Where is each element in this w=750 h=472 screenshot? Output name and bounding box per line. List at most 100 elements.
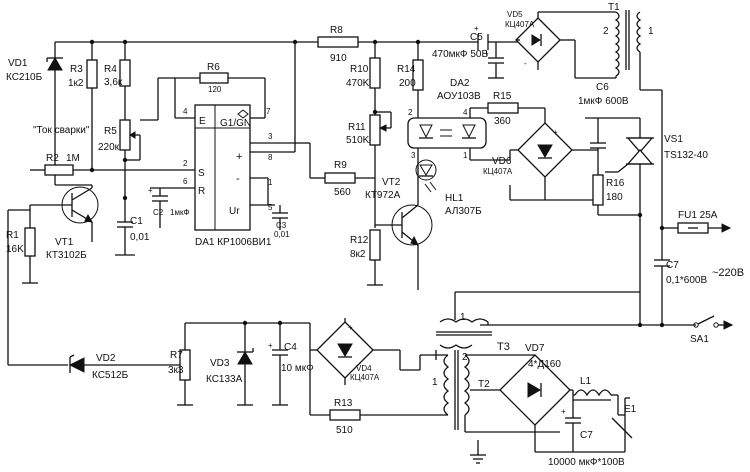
resistor-r4: R4 3,6к: [104, 42, 131, 120]
t1-pin-2: 2: [603, 26, 609, 37]
inductor-l1: L1: [572, 376, 619, 415]
ic-e-label: E: [199, 116, 206, 127]
resistor-r13: R13 510: [309, 350, 400, 436]
lower-rail: [8, 320, 310, 366]
t1-label: T1: [608, 2, 620, 13]
t3-pin-2: 2: [462, 352, 468, 363]
c6-value: 1мкФ 600В: [578, 96, 629, 107]
transistor-vt1: VT1 КТ3102Б: [30, 185, 99, 261]
hl1-type: АЛ307Б: [445, 206, 482, 217]
vd2-type: КС512Б: [92, 370, 129, 381]
c5b-plus: +: [484, 49, 489, 58]
resistor-r14: R14 200: [397, 42, 424, 118]
r12-value: 8к2: [350, 249, 366, 260]
top-rail: [55, 39, 520, 45]
capacitor-c5: + C5 470мкФ 50В: [432, 24, 496, 60]
t1-pin-1: 1: [648, 26, 654, 37]
capacitor-c3: C3 0,01: [267, 178, 290, 239]
ic-r-label: R: [198, 186, 205, 197]
c4-plus: +: [268, 341, 273, 350]
switch-sa1: SA1: [480, 315, 734, 345]
e1-label: E1: [624, 404, 637, 415]
c7b-label: C7: [580, 430, 593, 441]
resistor-r16: R16 180: [592, 174, 640, 216]
r1-value: 16K: [6, 244, 24, 255]
r13-label: R13: [334, 398, 353, 409]
resistor-r12: R12 8к2: [350, 200, 383, 286]
bridge-vd7: VD7 4*Д160: [470, 343, 625, 453]
ic-minus: -: [236, 173, 240, 185]
triac-vs1: VS1 TS132-40: [605, 118, 708, 325]
hl1-label: HL1: [445, 193, 464, 204]
r9-label: R9: [334, 160, 347, 171]
capacitor-c4: + C4 10 мкФ: [268, 323, 314, 406]
pin-2: 2: [183, 159, 188, 168]
r6-value: 120: [208, 85, 222, 94]
vd6-plus: +: [553, 128, 558, 137]
c7b-value: 10000 мкФ*100В: [548, 457, 625, 468]
tok-svarki-label: "Ток сварки": [33, 125, 90, 136]
r2-label: R2: [46, 153, 59, 164]
vd4-type: КЦ407А: [350, 373, 380, 382]
da2-type: АОУ103В: [437, 91, 481, 102]
transformer-t3: 1 2 T3: [436, 291, 640, 363]
r3-label: R3: [70, 64, 83, 75]
vd7-label: VD7: [525, 343, 545, 354]
zener-vd1: VD1 КС210Б: [6, 42, 63, 185]
vs1-label: VS1: [664, 134, 683, 145]
vt2-label: VT2: [382, 177, 401, 188]
r7-label: R7: [170, 350, 183, 361]
vd4-label: VD4: [356, 364, 372, 373]
resistor-r10: R10 470K: [346, 42, 381, 115]
r5-value: 220к: [98, 142, 120, 153]
r1-label: R1: [6, 230, 19, 241]
da1-label: DA1 КР1006ВИ1: [195, 237, 272, 248]
r16-label: R16: [606, 178, 625, 189]
c2-plus: +: [148, 186, 153, 195]
pin-4: 4: [183, 107, 188, 116]
diamond-icon: [237, 109, 249, 119]
vd2-label: VD2: [96, 353, 116, 364]
c2-label: C2: [153, 208, 164, 217]
r14-label: R14: [397, 64, 416, 75]
vd3-label: VD3: [210, 358, 230, 369]
resistor-r15: R15 360: [487, 91, 546, 127]
electrode-e1: E1: [611, 397, 637, 452]
vs1-type: TS132-40: [664, 150, 708, 161]
resistor-r8: R8 910: [317, 25, 359, 64]
c5-plus: +: [474, 24, 479, 33]
t2-pin-1: 1: [432, 377, 438, 388]
da2-pin-3: 3: [411, 151, 416, 160]
zener-vd3: VD3 КС133А: [206, 323, 254, 406]
potentiometer-r5: R5 220к "Ток сварки": [33, 119, 141, 198]
c7b-plus: +: [561, 407, 566, 416]
resistor-r1: R1 16K: [6, 205, 38, 284]
capacitor-c7b: + C7 10000 мкФ*100В: [548, 395, 625, 468]
pin-6: 6: [183, 177, 188, 186]
r8-label: R8: [330, 25, 343, 36]
resistor-r9: R9 560: [295, 142, 375, 198]
pin-3: 3: [268, 132, 273, 141]
c3-value: 0,01: [274, 230, 290, 239]
bridge-vd5: VD5 КЦ407А -: [505, 10, 616, 79]
vt1-type: КТ3102Б: [46, 250, 87, 261]
r10-label: R10: [350, 64, 369, 75]
r6-label: R6: [207, 62, 220, 73]
vd7-type: 4*Д160: [528, 359, 561, 370]
capacitor-c6: C6 1мкФ 600В: [578, 82, 640, 175]
vd5-minus: -: [524, 59, 527, 68]
transformer-t1: T1 2 1: [603, 2, 662, 91]
c1-value: 0,01: [130, 232, 150, 243]
da2-label: DA2: [450, 78, 470, 89]
capacitor-c1: C1 0,01: [117, 195, 150, 255]
ic-ur-label: Ur: [229, 206, 240, 217]
ic-pins: 4 7 2 6 3 8 1 5: [130, 42, 296, 212]
vd5-label: VD5: [507, 10, 523, 19]
c6-label: C6: [596, 82, 609, 93]
vd1-type: КС210Б: [6, 72, 43, 83]
mains-label: ~220В: [712, 267, 744, 279]
resistor-r6: R6 120: [199, 62, 266, 118]
vd5-type: КЦ407А: [505, 20, 535, 29]
da2-pin-2: 2: [408, 108, 413, 117]
